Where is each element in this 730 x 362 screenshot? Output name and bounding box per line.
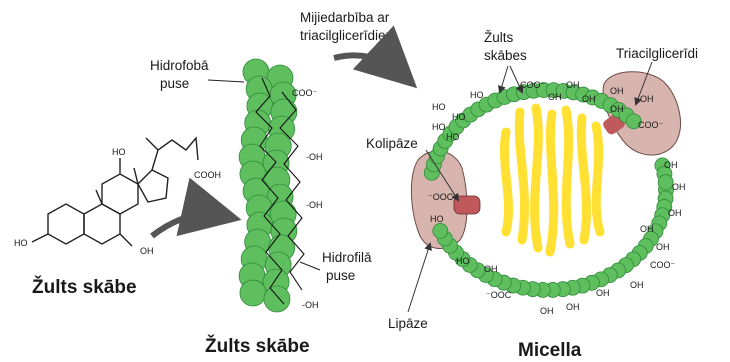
- coo-minus-top: COO⁻: [292, 88, 318, 98]
- m-oh: OH: [582, 94, 596, 104]
- m-ho: HO: [456, 256, 470, 266]
- colipase-label: Kolipāze: [366, 136, 418, 151]
- oh-3: HO: [14, 238, 28, 248]
- m-coo: COO⁻: [638, 120, 664, 130]
- lipase-label: Lipāze: [388, 316, 428, 331]
- m-ooc: ⁻OOC: [486, 290, 512, 300]
- m-coo: COO⁻: [520, 80, 546, 90]
- cooh-group: COOH: [194, 170, 221, 180]
- m-ho: HO: [446, 132, 460, 142]
- bile-acid-label-left: Žults skābe: [32, 276, 137, 298]
- m-oh: OH: [610, 86, 624, 96]
- m-ho: HO: [430, 214, 444, 224]
- hydrophilic-label-1: Hidrofilā: [322, 250, 372, 265]
- m-ho: HO: [432, 122, 446, 132]
- column-bead: [264, 286, 290, 312]
- oh-middle: -OH: [306, 200, 323, 210]
- hydrophobic-pointer: [208, 80, 244, 82]
- hydrophilic-label-2: puse: [326, 268, 355, 283]
- m-oh: OH: [548, 92, 562, 102]
- m-oh: OH: [672, 182, 686, 192]
- m-coo: COO⁻: [650, 260, 676, 270]
- bile-acid-label-center: Žults skābe: [205, 335, 310, 357]
- lipase-pointer: [408, 244, 430, 312]
- m-ooc: ⁻OOC: [428, 192, 454, 202]
- micelle-bead: [433, 223, 448, 238]
- hydrophilic-pointer: [300, 262, 320, 270]
- m-ho: HO: [470, 90, 484, 100]
- hydrophobic-label-2: puse: [160, 76, 189, 91]
- hydrophobic-label-1: Hidrofobā: [150, 58, 209, 73]
- colipase-shape: [454, 196, 480, 214]
- m-oh: OH: [656, 242, 670, 252]
- column-bead: [240, 280, 266, 306]
- arrow-to-model: [152, 214, 224, 236]
- m-oh: OH: [668, 208, 682, 218]
- bile-acids-pointer-1: [500, 66, 508, 92]
- micelle-bead: [658, 175, 673, 190]
- m-oh: OH: [566, 302, 580, 312]
- bile-acids-label-1: Žults: [484, 30, 514, 45]
- m-oh: OH: [540, 306, 554, 316]
- m-oh: OH: [566, 80, 580, 90]
- m-oh: OH: [596, 288, 610, 298]
- m-oh: OH: [484, 264, 498, 274]
- oh-7: OH: [140, 246, 154, 256]
- lipid-core: [504, 108, 600, 252]
- m-oh: OH: [640, 94, 654, 104]
- oh-upper: -OH: [306, 152, 323, 162]
- micelle-label: Micella: [518, 340, 582, 361]
- m-ho: HO: [452, 112, 466, 122]
- bile-acid-space-filling-model: [239, 59, 297, 312]
- bile-acids-label-2: skābes: [484, 48, 527, 63]
- m-oh: OH: [630, 280, 644, 290]
- interaction-label-1: Mijiedarbība ar: [300, 10, 390, 25]
- arrow-to-micelle: [334, 55, 404, 76]
- m-oh: OH: [610, 104, 624, 114]
- triacylglycerides-label: Triacilglicerīdi: [616, 46, 698, 61]
- oh-lower: -OH: [302, 300, 319, 310]
- m-ho: HO: [432, 102, 446, 112]
- m-oh: OH: [640, 224, 654, 234]
- m-oh: OH: [664, 160, 678, 170]
- interaction-label-2: triacilglicerīdiem: [300, 28, 397, 43]
- oh-12: HO: [112, 147, 126, 157]
